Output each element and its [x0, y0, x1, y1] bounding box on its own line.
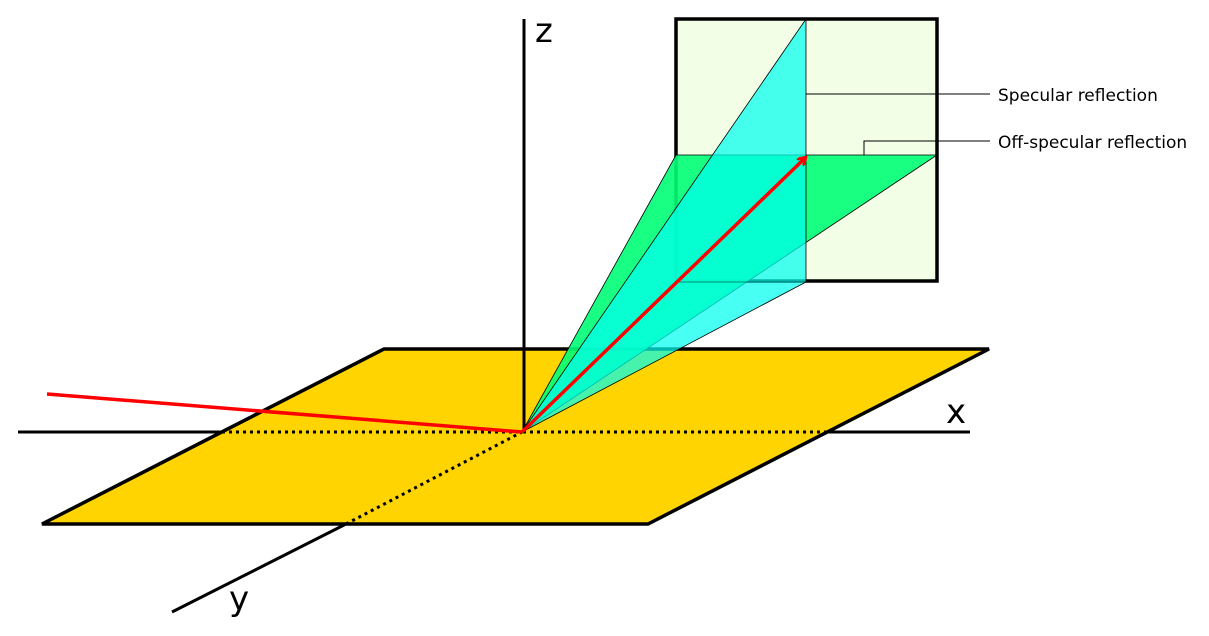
off-specular-leader-line [863, 140, 990, 155]
y-axis-dotted [345, 430, 523, 526]
y-axis-label: y [229, 579, 249, 619]
off-specular-reflection-label: Off-specular reflection [998, 133, 1187, 153]
z-axis-label: z [535, 11, 553, 51]
reflected-beam [520, 158, 805, 434]
y-axis [171, 522, 347, 614]
incident-beam [46, 392, 523, 434]
specular-plane [521, 17, 807, 433]
specular-reflection-label: Specular reflection [998, 86, 1158, 106]
x-axis-label: x [946, 392, 966, 432]
